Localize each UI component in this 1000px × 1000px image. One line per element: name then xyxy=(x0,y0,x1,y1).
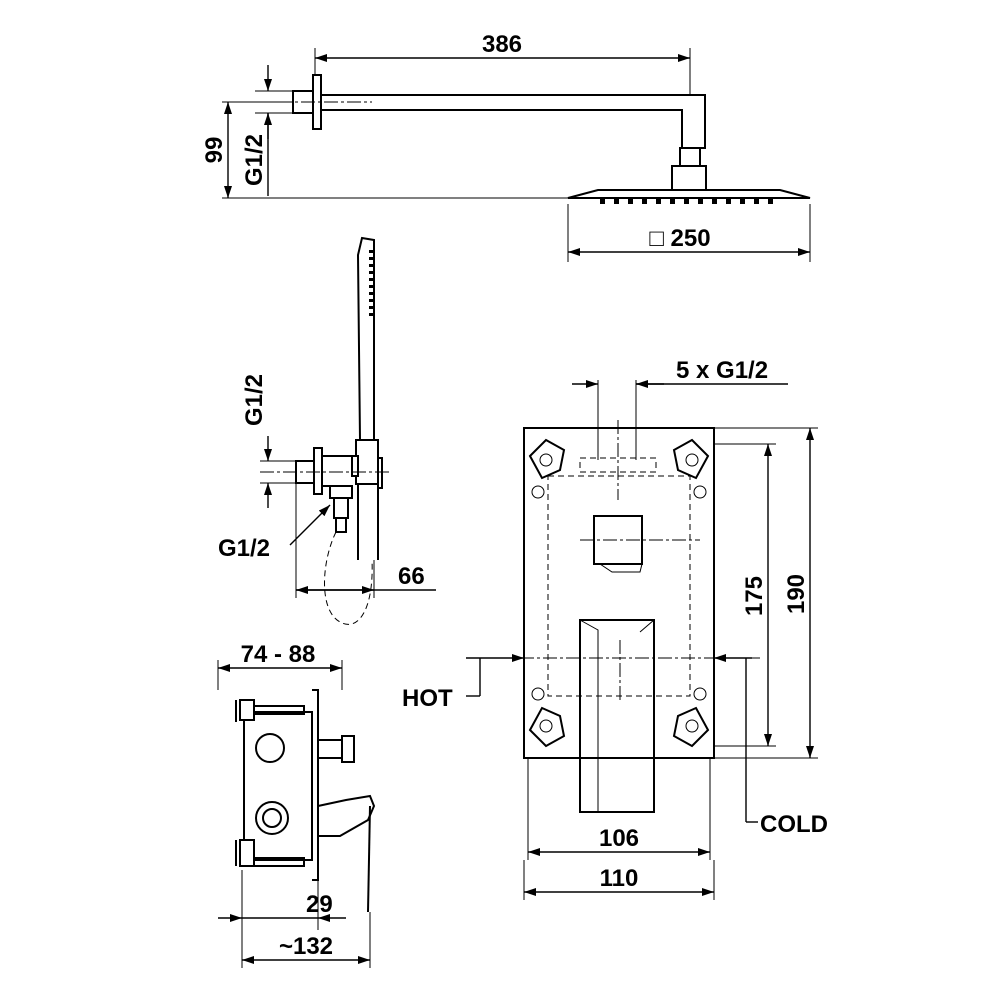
rain-head-nozzles xyxy=(600,199,773,204)
dimension-label-175: 175 xyxy=(741,576,768,616)
dimension-label-106: 106 xyxy=(599,825,639,852)
dimension-label-250: □ 250 xyxy=(649,225,710,252)
dimension-label-386: 386 xyxy=(482,31,522,58)
thread-label-hand-top: G1/2 xyxy=(241,374,268,426)
mixer-lever-front xyxy=(579,619,655,813)
mixer-lever xyxy=(317,794,376,837)
shower-arm-view: 386 xyxy=(201,31,811,262)
port-upper xyxy=(255,733,285,763)
hand-shower-view: G1/2 G1/2 66 xyxy=(218,236,436,625)
shower-arm xyxy=(321,94,706,149)
front-wall-plate xyxy=(523,427,715,759)
box-outline xyxy=(547,475,691,697)
dimension-label-110: 110 xyxy=(600,865,639,892)
cold-label: COLD xyxy=(760,811,828,838)
thread-label-hand-bottom: G1/2 xyxy=(218,535,270,562)
hand-shower-holder xyxy=(355,439,379,485)
dimension-label-29: 29 xyxy=(306,891,333,918)
hose-connector xyxy=(329,485,353,499)
thread-label-arm: G1/2 xyxy=(241,134,268,186)
mixer-wall-plate-side xyxy=(312,689,319,881)
rain-shower-head xyxy=(567,189,811,199)
outlet-thread-label: 5 x G1/2 xyxy=(676,357,768,384)
dimension-label-74-88: 74 - 88 xyxy=(241,641,316,668)
mixer-front-view: 5 x G1/2 xyxy=(402,357,828,900)
hand-shower-nozzles xyxy=(369,250,373,316)
mixer-box-side-view: 74 - 88 29 ~132 xyxy=(217,641,376,968)
port-lower xyxy=(255,801,289,835)
hot-label: HOT xyxy=(402,685,453,712)
mixer-box-body xyxy=(243,711,313,861)
hand-wall-flange xyxy=(313,447,323,495)
dimension-label-190: 190 xyxy=(783,574,810,614)
hand-shower-handset xyxy=(356,236,375,441)
dimension-label-66: 66 xyxy=(398,563,425,590)
outlet-block xyxy=(579,457,657,473)
dimension-label-132: ~132 xyxy=(279,933,333,960)
dimension-label-99: 99 xyxy=(201,137,228,164)
hose xyxy=(324,531,373,625)
mounting-lugs xyxy=(528,438,710,748)
